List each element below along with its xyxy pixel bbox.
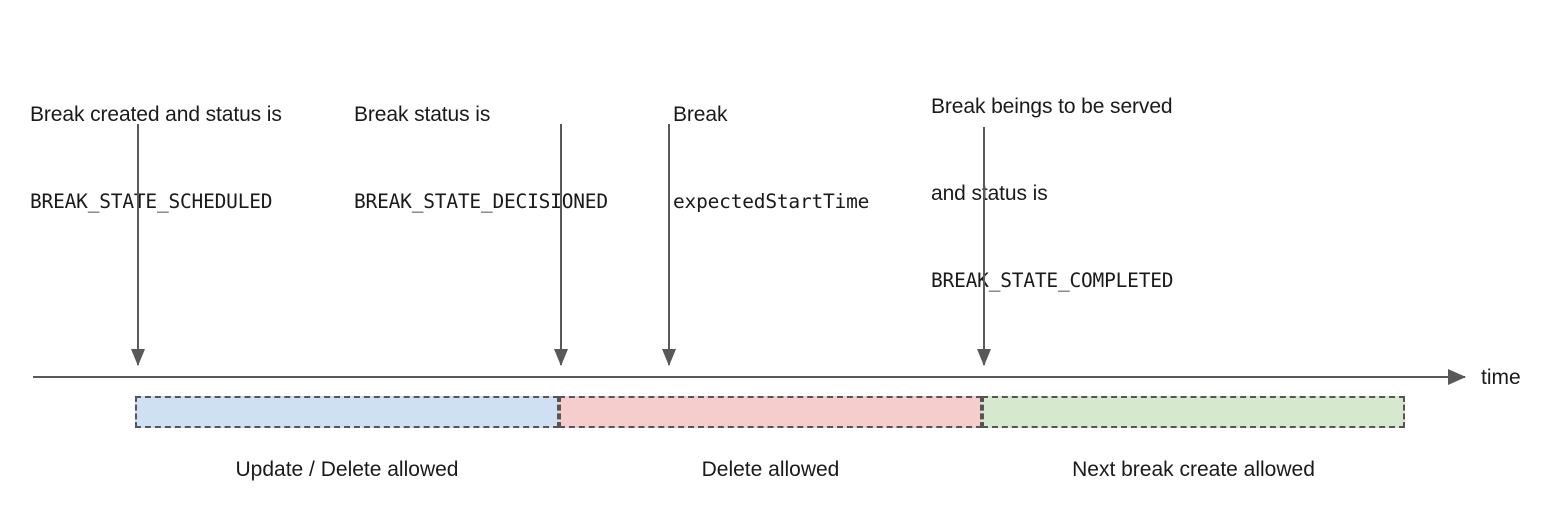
annotation-expected-start-time: Break expectedStartTime — [673, 42, 869, 274]
arrow-shaft — [668, 124, 670, 365]
annotation-line: expectedStartTime — [673, 190, 870, 213]
annotation-decisioned: Break status is BREAK_STATE_DECISIONED — [354, 42, 608, 274]
time-axis-line — [33, 376, 1465, 378]
marker-arrow-decisioned — [554, 124, 568, 366]
phase-bar-delete-only — [559, 396, 982, 428]
phase-bar-update-delete — [135, 396, 559, 428]
arrow-shaft — [560, 124, 562, 365]
arrow-down-icon — [131, 349, 145, 366]
arrow-shaft — [137, 124, 139, 365]
annotation-line: BREAK_STATE_SCHEDULED — [30, 190, 273, 213]
annotation-line: BREAK_STATE_COMPLETED — [931, 269, 1174, 292]
annotation-line: and status is — [931, 182, 1048, 205]
marker-arrow-completed — [977, 127, 991, 366]
marker-arrow-expected-start-time — [662, 124, 676, 366]
annotation-line: Break status is — [354, 103, 491, 126]
phase-caption-delete-only: Delete allowed — [701, 458, 840, 481]
marker-arrow-scheduled — [131, 124, 145, 366]
phase-caption-update-delete: Update / Delete allowed — [235, 458, 459, 481]
phase-caption-next-break-create: Next break create allowed — [1072, 458, 1315, 481]
annotation-line: Break — [673, 103, 728, 126]
arrow-down-icon — [554, 349, 568, 366]
arrow-right-icon — [1448, 369, 1466, 385]
phase-bar-next-break-create — [982, 396, 1405, 428]
time-axis-label: time — [1481, 366, 1521, 389]
arrow-shaft — [983, 127, 985, 365]
annotation-scheduled: Break created and status is BREAK_STATE_… — [30, 42, 282, 274]
arrow-down-icon — [977, 349, 991, 366]
annotation-completed: Break beings to be served and status is … — [931, 34, 1174, 353]
annotation-line: Break created and status is — [30, 103, 282, 126]
arrow-down-icon — [662, 349, 676, 366]
annotation-line: Break beings to be served — [931, 95, 1173, 118]
annotation-line: BREAK_STATE_DECISIONED — [354, 190, 608, 213]
